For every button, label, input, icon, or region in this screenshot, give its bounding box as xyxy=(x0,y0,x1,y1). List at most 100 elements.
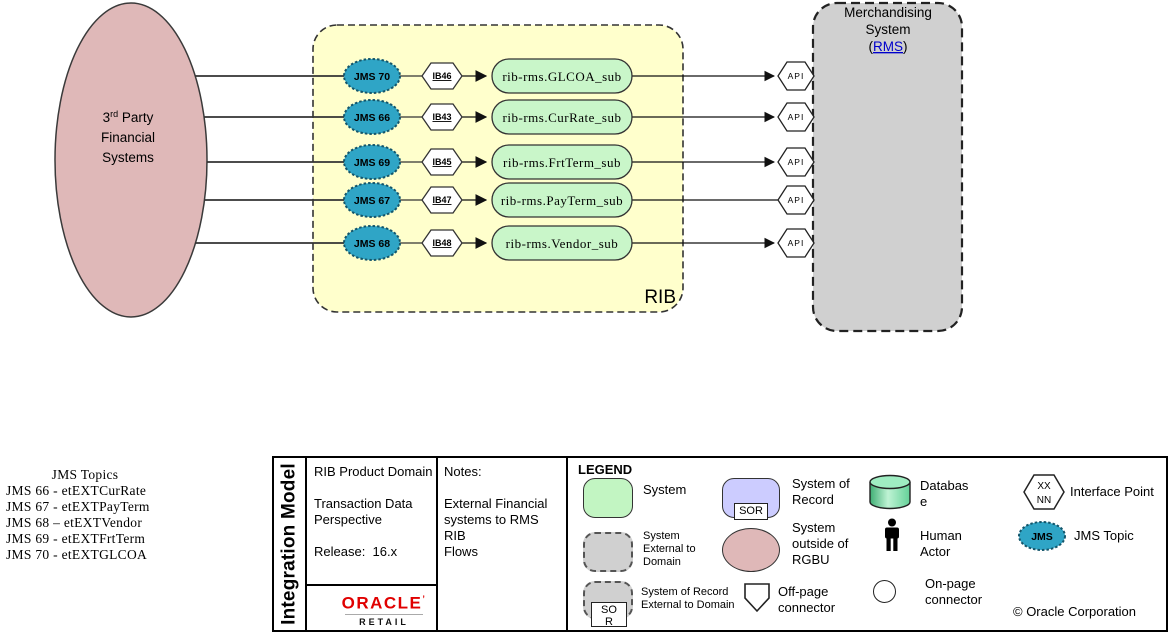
legend-system-shape xyxy=(583,478,633,518)
subscriber-label: rib-rms.FrtTerm_sub xyxy=(503,155,621,170)
jms-topic-icon: JMS xyxy=(1018,521,1066,551)
onpage-connector-icon xyxy=(873,580,896,603)
sor-badge: SOR xyxy=(734,503,768,520)
ellipse-label-line2: Financial xyxy=(101,130,155,145)
legend-human-actor-label: Human Actor xyxy=(920,528,962,559)
jms-topic-label: JMS 66 xyxy=(354,112,390,124)
api-label: API xyxy=(788,112,805,122)
flow-row: JMS 69 IB45 rib-rms.FrtTerm_sub API xyxy=(207,144,815,180)
subscriber-label: rib-rms.PayTerm_sub xyxy=(501,193,623,208)
rib-label: RIB xyxy=(644,287,676,308)
merch-title-line2: System xyxy=(865,22,910,37)
jms-topic-label: JMS 68 xyxy=(354,238,390,250)
merch-title-line3: (RMS) xyxy=(869,39,908,54)
merch-title-line1: Merchandising xyxy=(844,5,932,20)
table-divider xyxy=(305,458,307,630)
interface-point-link[interactable]: IB43 xyxy=(432,112,451,122)
flow-row: JMS 68 IB48 rib-rms.Vendor_sub API xyxy=(195,225,815,261)
oracle-retail-logo: ORACLE’ RETAIL xyxy=(330,590,438,627)
api-hex xyxy=(777,228,815,258)
api-hex xyxy=(777,185,815,215)
legend-offpage-label: Off-page connector xyxy=(778,584,836,615)
human-actor-icon xyxy=(885,518,899,551)
api-hex xyxy=(777,147,815,177)
integration-model-title: Integration Model xyxy=(278,463,300,625)
jms-topic-label: JMS 70 xyxy=(354,71,390,83)
interface-point-link[interactable]: IB46 xyxy=(432,71,451,81)
flow-row: JMS 70 IB46 rib-rms.GLCOA_sub API xyxy=(195,58,815,94)
logo-rule xyxy=(345,613,423,615)
subscriber-capsule xyxy=(491,99,633,135)
interface-point-hex xyxy=(421,229,463,257)
database-icon xyxy=(869,474,911,510)
legend-onpage-label: On-page connector xyxy=(925,576,983,607)
api-hex xyxy=(777,102,815,132)
api-hex xyxy=(777,61,815,91)
subscriber-capsule xyxy=(491,58,633,94)
legend-system-external-shape xyxy=(583,532,633,572)
jms-topics-note: JMS Topics JMS 66 - etEXTCurRate JMS 67 … xyxy=(6,467,164,563)
api-label: API xyxy=(788,157,805,167)
sor-external-badge: SO R xyxy=(591,602,627,628)
retail-wordmark: RETAIL xyxy=(359,616,409,627)
flow-row: JMS 67 IB47 rib-rms.PayTerm_sub API xyxy=(204,182,815,218)
interface-point-hex xyxy=(421,62,463,90)
jms-topic-shape xyxy=(343,182,401,218)
copyright-text: © Oracle Corporation xyxy=(1013,604,1137,619)
legend-database-label: Databas e xyxy=(920,478,969,509)
jms-topic-label: JMS 67 xyxy=(354,195,390,207)
table-divider xyxy=(566,458,568,630)
legend-interface-point-label: Interface Point xyxy=(1070,484,1154,499)
legend-jms-topic-label: JMS Topic xyxy=(1074,528,1134,543)
legend-sor-external-label: System of Record External to Domain xyxy=(641,586,735,611)
legend-system-label: System xyxy=(643,482,687,497)
table-divider xyxy=(436,458,438,630)
jms-topic-line: JMS 67 - etEXTPayTerm xyxy=(6,499,150,514)
subscriber-label: rib-rms.Vendor_sub xyxy=(506,236,619,251)
jms-topics-title: JMS Topics xyxy=(51,467,119,482)
legend-outside-rgbu-shape xyxy=(722,528,780,572)
ellipse-label-line1: 3rd Party xyxy=(103,109,154,125)
jms-topic-line: JMS 70 - etEXTGLCOA xyxy=(6,547,148,562)
legend-system-of-record-shape: SOR xyxy=(722,478,780,520)
jms-topic-shape xyxy=(343,225,401,261)
jms-topic-shape xyxy=(343,144,401,180)
jms-topic-shape xyxy=(343,99,401,135)
jms-topic-shape xyxy=(343,58,401,94)
interface-point-hex xyxy=(421,186,463,214)
api-label: API xyxy=(788,195,805,205)
info-legend-table: Integration Model RIB Product Domain Tra… xyxy=(272,456,1168,632)
api-label: API xyxy=(788,71,805,81)
jms-topic-line: JMS 69 - etEXTFrtTerm xyxy=(6,531,146,546)
interface-point-link[interactable]: IB48 xyxy=(432,238,451,248)
interface-point-link[interactable]: IB45 xyxy=(432,157,451,167)
third-party-financial-systems: 3rd Party Financial Systems xyxy=(54,2,208,318)
subscriber-capsule xyxy=(491,144,633,180)
oracle-wordmark: ORACLE’ xyxy=(341,593,427,613)
vertical-title-cell: Integration Model xyxy=(274,458,305,629)
api-label: API xyxy=(788,238,805,248)
legend-outside-rgbu-label: System outside of RGBU xyxy=(792,520,849,567)
table-divider xyxy=(307,584,436,586)
ellipse-label-line3: Systems xyxy=(102,150,154,165)
oracle-trademark: ’ xyxy=(422,594,427,604)
product-domain-cell: RIB Product Domain Transaction Data Pers… xyxy=(314,464,433,559)
legend-title: LEGEND xyxy=(578,462,633,477)
interface-point-link[interactable]: IB47 xyxy=(432,195,451,205)
subscriber-capsule xyxy=(491,225,633,261)
legend-system-external-label: System External to Domain xyxy=(643,530,696,568)
interface-point-hex xyxy=(421,148,463,176)
subscriber-label: rib-rms.GLCOA_sub xyxy=(502,69,621,84)
interface-point-icon: XX NN xyxy=(1023,474,1065,510)
notes-cell: Notes: External Financial systems to RMS… xyxy=(444,464,548,559)
svg-text:XX: XX xyxy=(1037,481,1051,492)
svg-text:NN: NN xyxy=(1037,495,1051,506)
jms-topic-line: JMS 66 - etEXTCurRate xyxy=(6,483,147,498)
merchandising-system-box: Merchandising System (RMS) xyxy=(811,1,964,333)
legend-system-of-record-label: System of Record xyxy=(792,476,850,507)
rms-link[interactable]: RMS xyxy=(873,39,903,54)
flow-diagram: RIB Merchandising System (RMS) 3rd Party… xyxy=(54,1,964,333)
subscriber-capsule xyxy=(491,182,633,218)
offpage-connector-icon xyxy=(744,583,770,613)
